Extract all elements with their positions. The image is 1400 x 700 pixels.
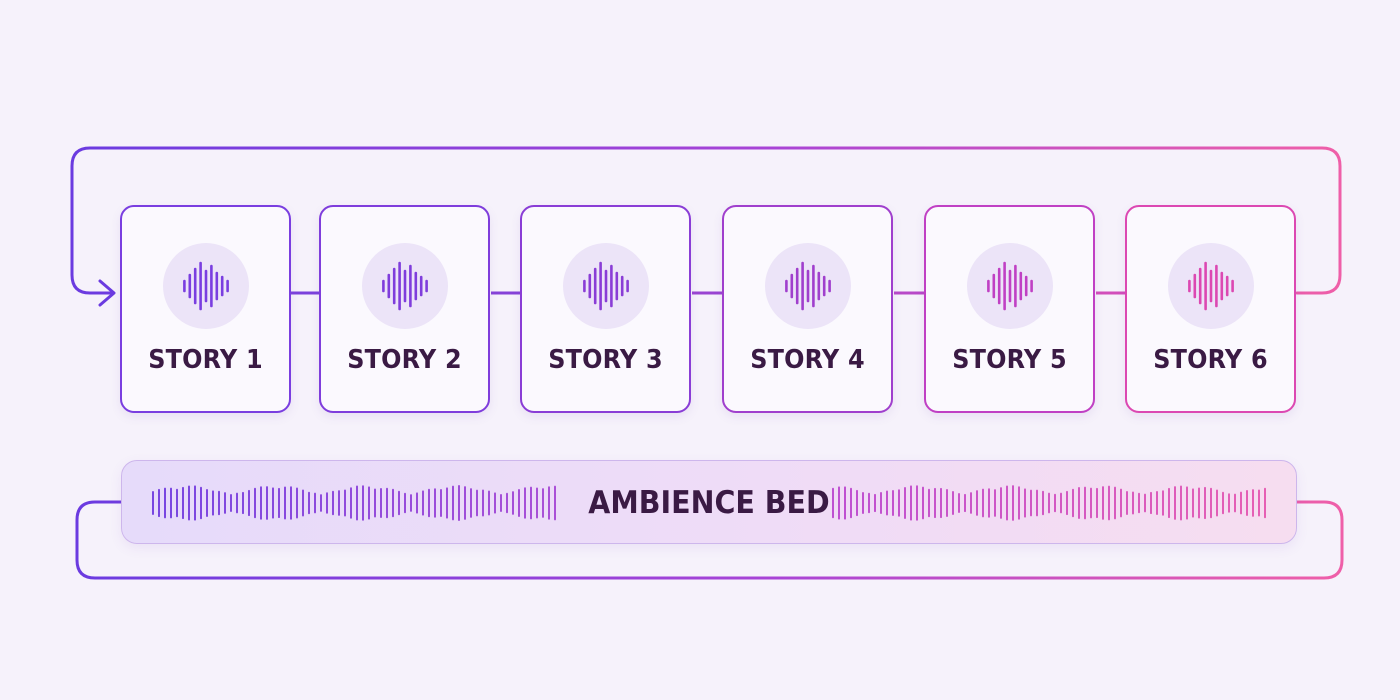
story-card-2[interactable]: STORY 2 <box>319 205 490 413</box>
story-label: STORY 4 <box>750 345 865 375</box>
story-card-1[interactable]: STORY 1 <box>120 205 291 413</box>
story-card-5[interactable]: STORY 5 <box>924 205 1095 413</box>
story-card-4[interactable]: STORY 4 <box>722 205 893 413</box>
waveform-icon <box>966 243 1053 329</box>
story-card-6[interactable]: STORY 6 <box>1125 205 1296 413</box>
ambience-bed-label: AMBIENCE BED <box>588 485 830 521</box>
story-label: STORY 6 <box>1153 345 1268 375</box>
waveform-icon <box>1167 243 1254 329</box>
loop-arrowhead <box>98 279 116 307</box>
ambience-loop-line <box>75 500 1344 580</box>
waveform-icon <box>764 243 851 329</box>
story-card-3[interactable]: STORY 3 <box>520 205 691 413</box>
waveform-icon <box>162 243 249 329</box>
story-label: STORY 3 <box>548 345 663 375</box>
loop-return-line <box>70 146 1342 295</box>
waveform-icon <box>562 243 649 329</box>
story-label: STORY 2 <box>347 345 462 375</box>
ambience-bed-track[interactable]: AMBIENCE BED <box>121 460 1297 544</box>
story-label: STORY 1 <box>148 345 263 375</box>
waveform-icon <box>361 243 448 329</box>
ambience-waveform-right <box>832 485 1266 521</box>
ambience-waveform-left <box>152 485 556 521</box>
story-label: STORY 5 <box>952 345 1067 375</box>
